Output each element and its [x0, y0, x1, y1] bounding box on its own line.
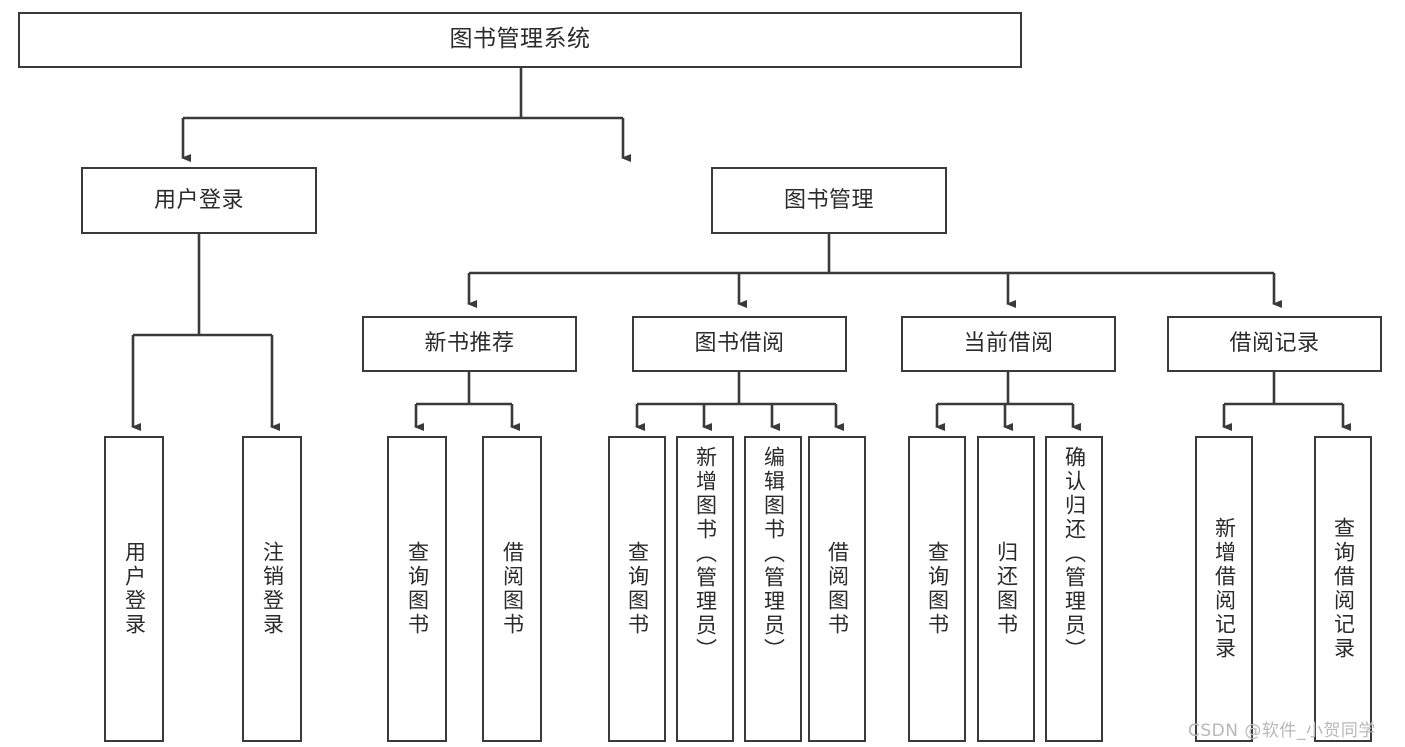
node-label: 当前借阅 [963, 331, 1054, 357]
node-label: 图书管理 [783, 187, 874, 213]
node-label: 图书管理系统 [449, 26, 591, 53]
node-label: 借阅图书 [825, 541, 850, 637]
node-label: 新增图书（管理员） [693, 446, 718, 662]
node-label: 用户登录 [122, 541, 147, 637]
node-label: 查询图书 [925, 541, 950, 637]
node-label: 新书推荐 [424, 331, 515, 357]
leaf-query-book-recommend[interactable]: 查询图书 [387, 436, 447, 742]
node-borrow-record[interactable]: 借阅记录 [1167, 316, 1382, 372]
node-current-borrow[interactable]: 当前借阅 [901, 316, 1116, 372]
node-root-system[interactable]: 图书管理系统 [18, 12, 1022, 68]
node-user-login[interactable]: 用户登录 [81, 167, 317, 234]
leaf-add-borrow-record[interactable]: 新增借阅记录 [1195, 436, 1253, 742]
node-label: 查询图书 [625, 541, 650, 637]
leaf-edit-book-admin[interactable]: 编辑图书（管理员） [744, 436, 802, 742]
leaf-query-book-current[interactable]: 查询图书 [908, 436, 966, 742]
node-label: 归还图书 [994, 541, 1019, 637]
node-label: 新增借阅记录 [1212, 517, 1237, 661]
node-label: 借阅图书 [500, 541, 525, 637]
node-label: 确认归还（管理员） [1062, 446, 1087, 662]
node-label: 编辑图书（管理员） [761, 446, 786, 662]
node-label: 注销登录 [260, 541, 285, 637]
leaf-borrow-book[interactable]: 借阅图书 [808, 436, 866, 742]
watermark-text: CSDN @软件_小贺同学 [1188, 721, 1376, 741]
leaf-user-login[interactable]: 用户登录 [104, 436, 164, 742]
leaf-confirm-return-admin[interactable]: 确认归还（管理员） [1045, 436, 1103, 742]
leaf-query-book-borrow[interactable]: 查询图书 [608, 436, 666, 742]
leaf-logout[interactable]: 注销登录 [242, 436, 302, 742]
node-book-management[interactable]: 图书管理 [711, 167, 947, 234]
node-label: 图书借阅 [694, 331, 785, 357]
leaf-query-borrow-record[interactable]: 查询借阅记录 [1314, 436, 1372, 742]
node-label: 借阅记录 [1229, 331, 1320, 357]
leaf-add-book-admin[interactable]: 新增图书（管理员） [676, 436, 734, 742]
node-label: 查询图书 [405, 541, 430, 637]
node-label: 查询借阅记录 [1331, 517, 1356, 661]
leaf-borrow-book-recommend[interactable]: 借阅图书 [482, 436, 542, 742]
node-new-book-recommend[interactable]: 新书推荐 [362, 316, 577, 372]
node-label: 用户登录 [153, 187, 244, 213]
leaf-return-book[interactable]: 归还图书 [977, 436, 1035, 742]
node-book-borrow[interactable]: 图书借阅 [632, 316, 847, 372]
